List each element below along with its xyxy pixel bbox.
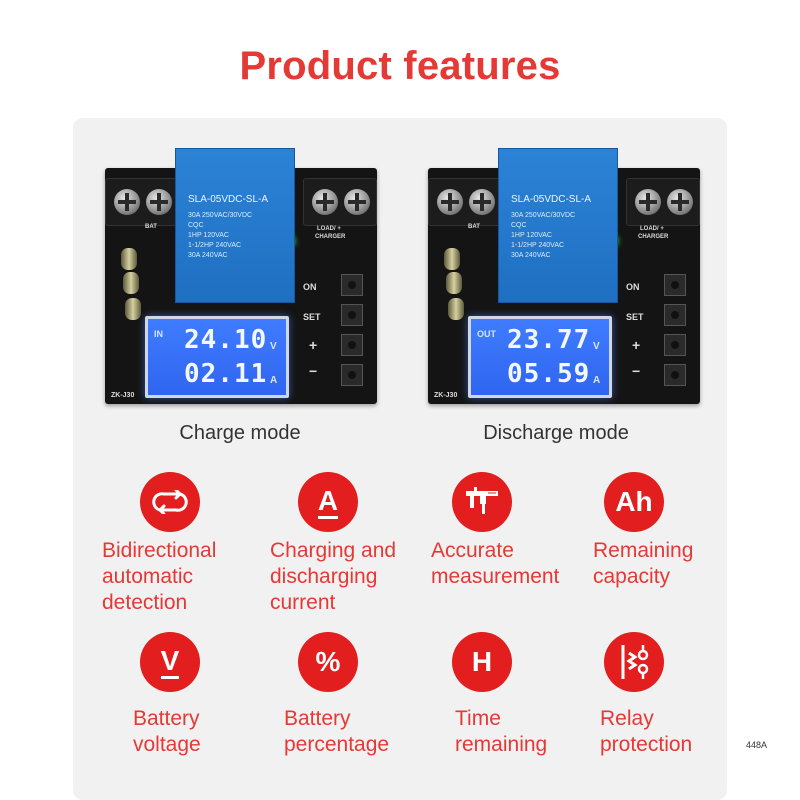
silk-model: ZK-J30 [111, 392, 135, 399]
minus-button[interactable] [341, 364, 363, 386]
relay-spec-line: 30A 240VAC [188, 252, 228, 259]
silk-load: LOAD/ + [317, 226, 341, 232]
screw-icon [146, 189, 172, 215]
terminal-block-right [303, 178, 377, 226]
screw-icon [437, 189, 463, 215]
set-button[interactable] [341, 304, 363, 326]
silk-minus: − [309, 363, 318, 379]
on-button[interactable] [664, 274, 686, 296]
current-a-icon: A [298, 472, 358, 532]
relay-spec-line: CQC [188, 222, 204, 229]
lcd-current: 05.59 [507, 359, 591, 389]
relay-spec-line: 1-1/2HP 240VAC [188, 242, 242, 249]
feature-label: Time remaining [455, 707, 548, 756]
lcd-voltage: 24.10 [184, 325, 268, 355]
lcd-mode-label: IN [154, 329, 163, 339]
screw-icon [667, 189, 693, 215]
lcd-mode-label: OUT [477, 329, 496, 339]
screw-icon [469, 189, 495, 215]
plus-button[interactable] [664, 334, 686, 356]
caption-charge-mode: Charge mode [179, 422, 301, 444]
set-button[interactable] [664, 304, 686, 326]
feature-label: Accurate measurement [431, 539, 560, 588]
silk-set: SET [626, 312, 644, 322]
silk-load: LOAD/ + [640, 226, 664, 232]
lcd-current: 02.11 [184, 359, 268, 389]
silk-bat: BAT [145, 224, 157, 230]
capacitor [446, 272, 462, 294]
lcd-display: IN 24.10 V 02.11 A [145, 316, 289, 398]
relay-model: SLA-05VDC-SL-A [511, 194, 592, 205]
ah-icon: Ah [604, 472, 664, 532]
relay: SLA-05VDC-SL-A 30A 250VAC/30VDC CQC 1HP … [175, 148, 295, 303]
pcb: BAT LOAD/ + CHARGER ON SET + − OUT 23.77… [428, 168, 700, 404]
relay-spec-line: 30A 250VAC/30VDC [188, 212, 253, 219]
bidirectional-arrows-icon [140, 472, 200, 532]
relay-spec-line: 1HP 120VAC [511, 232, 552, 239]
relay-spec-line: 30A 250VAC/30VDC [511, 212, 576, 219]
hour-h-icon: H [452, 632, 512, 692]
feature-label: Bidirectional automatic detection [102, 539, 217, 614]
screw-icon [312, 189, 338, 215]
silk-plus: + [632, 337, 641, 353]
lcd-voltage: 23.77 [507, 325, 591, 355]
side-note: 448A [746, 740, 768, 750]
caption-discharge-mode: Discharge mode [483, 422, 629, 444]
on-button[interactable] [341, 274, 363, 296]
capacitor [448, 298, 464, 320]
lcd-display: OUT 23.77 V 05.59 A [468, 316, 612, 398]
page-title: Product features [239, 44, 561, 88]
relay-spec-line: 1-1/2HP 240VAC [511, 242, 565, 249]
capacitor [121, 248, 137, 270]
terminal-block-left [428, 178, 502, 226]
relay-symbol-icon [604, 632, 664, 692]
relay-spec-line: CQC [511, 222, 527, 229]
terminal-block-right [626, 178, 700, 226]
silk-plus: + [309, 337, 318, 353]
silk-bat: BAT [468, 224, 480, 230]
charge-mode-board: BAT LOAD/ + CHARGER ON SET + − IN 24.10 … [97, 148, 387, 408]
relay: SLA-05VDC-SL-A 30A 250VAC/30VDC CQC 1HP … [498, 148, 618, 303]
feature-label: Battery percentage [284, 707, 390, 756]
screw-icon [114, 189, 140, 215]
screw-icon [635, 189, 661, 215]
silk-on: ON [626, 282, 640, 292]
capacitor [444, 248, 460, 270]
minus-button[interactable] [664, 364, 686, 386]
voltage-v-icon: V [140, 632, 200, 692]
relay-spec-line: 30A 240VAC [511, 252, 551, 259]
feature-label: Battery voltage [133, 707, 201, 756]
silk-charger: CHARGER [638, 234, 669, 240]
silk-on: ON [303, 282, 317, 292]
feature-label: Charging and discharging current [270, 539, 397, 614]
feature-label: Relay protection [600, 707, 693, 756]
silk-charger: CHARGER [315, 234, 346, 240]
capacitor [125, 298, 141, 320]
relay-spec-line: 1HP 120VAC [188, 232, 229, 239]
discharge-mode-board: BAT LOAD/ + CHARGER ON SET + − OUT 23.77… [420, 148, 710, 408]
silk-minus: − [632, 363, 641, 379]
lcd-voltage-unit: V [593, 341, 600, 352]
lcd-current-unit: A [593, 375, 601, 386]
silk-model: ZK-J30 [434, 392, 458, 399]
percent-icon: % [298, 632, 358, 692]
caliper-icon [452, 472, 512, 532]
feature-label: Remaining capacity [593, 539, 694, 588]
terminal-block-left [105, 178, 179, 226]
capacitor [123, 272, 139, 294]
lcd-current-unit: A [270, 375, 278, 386]
plus-button[interactable] [341, 334, 363, 356]
lcd-voltage-unit: V [270, 341, 277, 352]
silk-set: SET [303, 312, 321, 322]
screw-icon [344, 189, 370, 215]
relay-model: SLA-05VDC-SL-A [188, 194, 269, 205]
